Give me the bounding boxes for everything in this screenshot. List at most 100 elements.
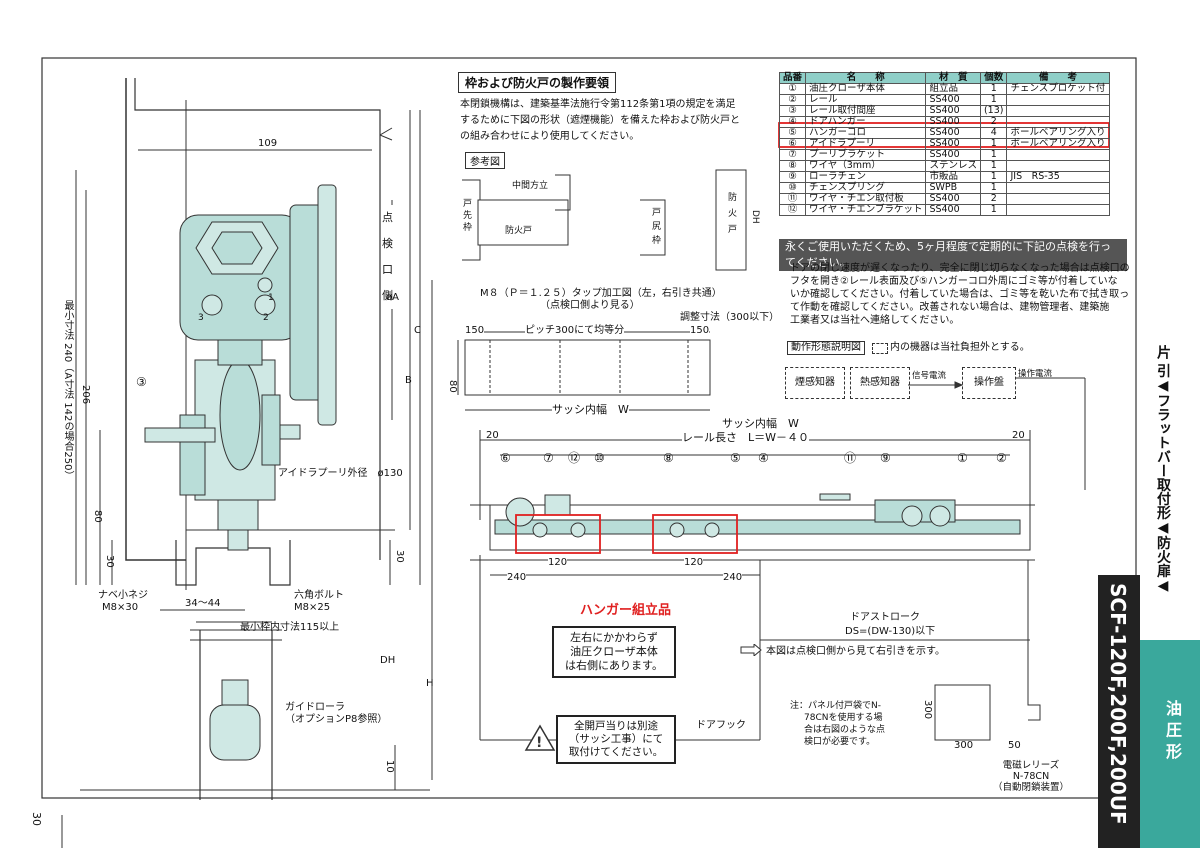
- parts-cell-mat: SS400: [925, 105, 981, 117]
- closer-right-note: 左右にかかわらず 油圧クローザ本体 は右側にあります。: [552, 626, 676, 678]
- tap-dim-80: 80: [447, 380, 458, 393]
- ref-fire-door-vertical: 防火戸: [728, 193, 738, 235]
- rail-sash-width: サッシ内幅 W: [722, 417, 799, 430]
- pan-screw-label: ナベ小ネジ M8×30: [98, 590, 148, 614]
- parts-cell-note: [1006, 160, 1110, 172]
- dim-H: H: [426, 678, 434, 689]
- warning-line-3: 取付けてください。: [568, 746, 664, 758]
- parts-cell-qty: 1: [979, 83, 1008, 95]
- tap-sash-width: サッシ内幅 W: [552, 403, 629, 416]
- maint-line-3: いか確認してください。付着していた場合は、ゴミ等を乾いた布で拭き取っ: [790, 289, 1130, 300]
- parts-cell-name: レール取付間座: [805, 105, 927, 117]
- parts-cell-mat: SS400: [925, 116, 981, 128]
- parts-cell-name: ワイヤ（3mm）: [805, 160, 927, 172]
- ref-dh: DH: [750, 210, 760, 224]
- panel-note: 注：パネル付戸袋でN- 78CNを使用する場 合は右図のような点 検口が必要です…: [790, 700, 885, 748]
- panel-note-line-1: 注：パネル付戸袋でN-: [790, 701, 881, 711]
- parts-cell-mat: ステンレス: [925, 160, 981, 172]
- rail-length: レール長さ L＝W－４０: [682, 431, 810, 444]
- rail-dim-240-left: 240: [507, 572, 527, 584]
- parts-cell-qty: 1: [979, 149, 1008, 161]
- tap-pitch: ピッチ300にて均等分: [525, 325, 625, 337]
- dim-B: B: [405, 375, 412, 386]
- smoke-detector-box: 煙感知器: [785, 367, 845, 399]
- parts-cell-name: ドアハンガー: [805, 116, 927, 128]
- right-arrow-icon: [740, 644, 762, 656]
- panel-note-line-3: 合は右図のような点: [804, 725, 886, 735]
- col-qty: 個数: [979, 72, 1008, 84]
- spec-title: 枠および防火戸の製作要領: [458, 72, 617, 93]
- parts-cell-note: JIS RS-35: [1006, 171, 1110, 183]
- parts-cell-mat: SS400: [925, 127, 981, 139]
- parts-cell-mat: SS400: [925, 149, 981, 161]
- rail-callout-11: ⑪: [844, 451, 857, 465]
- panel-dim-300-horizontal: 300: [954, 740, 974, 751]
- parts-cell-name: プーリブラケット: [805, 149, 927, 161]
- parts-cell-mat: SS400: [925, 193, 981, 205]
- guide-roller-name: ガイドローラ: [285, 702, 345, 713]
- side-category-label: 油 圧 形: [1163, 700, 1182, 760]
- parts-cell-qty: 2: [979, 116, 1008, 128]
- rail-callout-1: ①: [957, 451, 968, 465]
- col-material: 材 質: [925, 72, 981, 84]
- side-category-bar: 油 圧 形: [1140, 640, 1200, 848]
- parts-cell-qty: 1: [979, 138, 1008, 150]
- dim-C: C: [414, 325, 421, 336]
- hex-bolt-label: 六角ボルト M8×25: [294, 590, 344, 614]
- parts-cell-qty: 1: [979, 171, 1008, 183]
- parts-cell-name: ハンガーコロ: [805, 127, 927, 139]
- circle-num-2: 2: [263, 313, 269, 323]
- parts-cell-no: ①: [778, 83, 807, 95]
- parts-cell-note: [1006, 149, 1110, 161]
- side-path-label: 片 引◀フラットバー取付形◀防火扉◀: [1155, 345, 1171, 594]
- dim-80: 80: [92, 510, 103, 523]
- panel-note-line-4: 検口が必要です。: [804, 737, 876, 747]
- panel-note-line-2: 78CNを使用する場: [804, 713, 883, 723]
- reference-diagram: [462, 169, 747, 271]
- parts-cell-no: ⑪: [778, 193, 807, 205]
- parts-cell-name: ワイヤ・チエンブラケット: [805, 204, 927, 216]
- rail-callout-7: ⑦: [543, 451, 554, 465]
- parts-cell-qty: (13): [979, 105, 1008, 117]
- hanger-highlight-box-right: [652, 514, 738, 554]
- hex-bolt-name: 六角ボルト: [294, 590, 344, 601]
- rail-dim-240-right: 240: [723, 572, 743, 584]
- page-number: 30: [30, 812, 43, 826]
- parts-cell-name: チェンスプリング: [805, 182, 927, 194]
- dim-30-left: 30: [104, 555, 115, 568]
- closer-note-line-1: 左右にかかわらず: [570, 631, 658, 644]
- parts-cell-qty: 4: [979, 127, 1008, 139]
- parts-cell-no: ⑧: [778, 160, 807, 172]
- guide-roller-note: （オプションP8参照）: [285, 714, 388, 725]
- parts-cell-mat: SS400: [925, 138, 981, 150]
- inspect-side-label: 点検口側: [382, 205, 396, 309]
- parts-cell-no: ③: [778, 105, 807, 117]
- warning-line-1: 全開戸当りは別途: [574, 720, 658, 732]
- parts-cell-qty: 1: [979, 94, 1008, 106]
- parts-cell-mat: SWPB: [925, 182, 981, 194]
- maintenance-body: ドアの閉じ速度が遅くなったり、完全に閉じ切らなくなった場合は点検口の フタを開き…: [790, 262, 1130, 327]
- parts-cell-no: ⑨: [778, 171, 807, 183]
- maintenance-banner: 永くご使用いただくため、5ヶ月程度で定期的に下記の点検を行ってください。: [779, 239, 1127, 271]
- circle-num-1: 1: [268, 293, 274, 303]
- rail-callout-10: ⑩: [594, 451, 605, 465]
- rail-dim-20-right: 20: [1012, 430, 1025, 441]
- parts-cell-qty: 1: [979, 160, 1008, 172]
- rail-dim-20-left: 20: [486, 430, 499, 441]
- ref-fire-door: 防火戸: [505, 226, 533, 236]
- parts-cell-no: ⑥: [778, 138, 807, 150]
- panel-dim-300-vertical: 300: [922, 700, 933, 720]
- parts-cell-note: [1006, 182, 1110, 194]
- circle-num-3: 3: [198, 313, 204, 323]
- parts-cell-no: ⑩: [778, 182, 807, 194]
- maint-line-1: ドアの閉じ速度が遅くなったり、完全に閉じ切らなくなった場合は点検口の: [790, 263, 1130, 274]
- section-drawing: [75, 78, 433, 800]
- dim-phiA: øA: [386, 292, 399, 303]
- dim-34-44: 34～44: [185, 598, 221, 609]
- operation-current-label: 操作電流: [1018, 369, 1053, 379]
- side-model-bar: SCF-120F,200F,200UF: [1098, 575, 1140, 848]
